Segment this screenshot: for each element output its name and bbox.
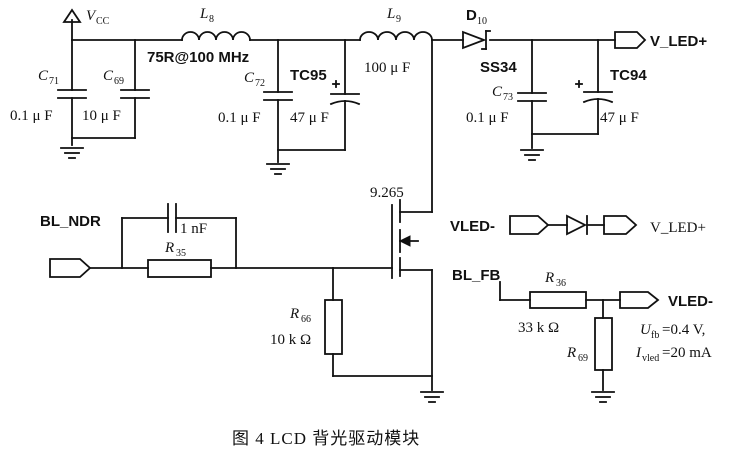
tc94-label: TC94: [610, 67, 647, 84]
c72-subscript: 72: [255, 78, 265, 89]
r36-subscript: 36: [556, 278, 566, 289]
bl-ndr-circuit: [49, 217, 393, 301]
ground-symbol-2: [266, 163, 290, 175]
capacitor-c71: [57, 39, 87, 146]
d10-label: D: [466, 7, 477, 24]
mosfet-q: [391, 204, 433, 391]
capacitor-tc95: [277, 39, 361, 151]
drain-wire: [399, 39, 433, 223]
ivled-value: =20 mA: [662, 345, 712, 361]
r69-subscript: 69: [578, 353, 588, 364]
ground-symbol-5: [591, 391, 615, 403]
capacitor-c69: [71, 39, 150, 139]
capacitor-c73: [517, 39, 547, 149]
r35-subscript: 35: [176, 248, 186, 259]
bl-fb-label: BL_FB: [452, 267, 501, 284]
v-led-plus-out-label: V_LED+: [650, 220, 706, 236]
tc95-label: TC95: [290, 67, 327, 84]
r66-subscript: 66: [301, 314, 311, 325]
diode-d10: [462, 30, 491, 50]
l9-value: 100 μ F: [364, 60, 410, 76]
vcc-subscript: CC: [96, 16, 110, 27]
c72-value: 0.1 μ F: [218, 110, 261, 126]
inductor-l9: [359, 31, 433, 41]
led-string: [509, 214, 638, 236]
c71-label: C: [38, 68, 49, 84]
ufb-value: =0.4 V,: [662, 322, 705, 338]
r66-label: R: [289, 306, 299, 322]
capacitor-tc94: [531, 39, 614, 135]
ivled-subscript: vled: [642, 353, 659, 364]
d10-part: SS34: [480, 59, 517, 76]
l9-label: L: [386, 6, 395, 22]
vled-minus-out-label: VLED-: [668, 293, 713, 310]
c69-label: C: [103, 68, 114, 84]
c71-value: 0.1 μ F: [10, 108, 53, 124]
top-rail-wires: [71, 19, 616, 41]
d10-subscript: 10: [477, 16, 487, 27]
ground-symbol-4: [420, 391, 444, 403]
ground-symbol-3: [520, 149, 544, 161]
c69-value: 10 μ F: [82, 108, 121, 124]
r66-value: 10 k Ω: [270, 332, 311, 348]
ground-symbol-1: [60, 147, 84, 159]
l8-label: L: [199, 6, 208, 22]
v-led-plus-connector-top: [614, 31, 647, 49]
bl-ndr-label: BL_NDR: [40, 213, 101, 230]
r69-label: R: [566, 345, 576, 361]
mosfet-label: 9.265: [370, 185, 404, 201]
l8-subscript: 8: [209, 14, 214, 25]
vled-minus-in-label: VLED-: [450, 218, 495, 235]
l8-value: 75R@100 MHz: [147, 49, 249, 66]
c73-label: C: [492, 84, 503, 100]
ufb-subscript: fb: [651, 330, 659, 341]
r35-label: R: [164, 240, 174, 256]
resistor-r66: [324, 299, 433, 377]
c73-subscript: 73: [503, 92, 513, 103]
v-led-plus-top-label: V_LED+: [650, 33, 707, 50]
inductor-l8: [181, 31, 251, 41]
resistor-r35: [147, 259, 212, 278]
c73-value: 0.1 μ F: [466, 110, 509, 126]
c72-label: C: [244, 70, 255, 86]
figure-caption: 图 4 LCD 背光驱动模块: [232, 429, 420, 448]
capacitor-c72: [263, 39, 293, 163]
c71-subscript: 71: [49, 76, 59, 87]
vcc-symbol: [62, 8, 82, 23]
r36-label: R: [544, 270, 554, 286]
capacitor-1nf: [167, 203, 177, 233]
ufb-label: U: [640, 322, 652, 338]
r36-value: 33 k Ω: [518, 320, 559, 336]
l9-subscript: 9: [396, 14, 401, 25]
vcc-label: V: [86, 8, 97, 24]
ivled-label: I: [635, 345, 642, 361]
bl-fb-circuit: [499, 281, 660, 391]
cap-1nf-label: 1 nF: [180, 221, 207, 237]
tc94-value: 47 μ F: [600, 110, 639, 126]
c69-subscript: 69: [114, 76, 124, 87]
tc95-value: 47 μ F: [290, 110, 329, 126]
